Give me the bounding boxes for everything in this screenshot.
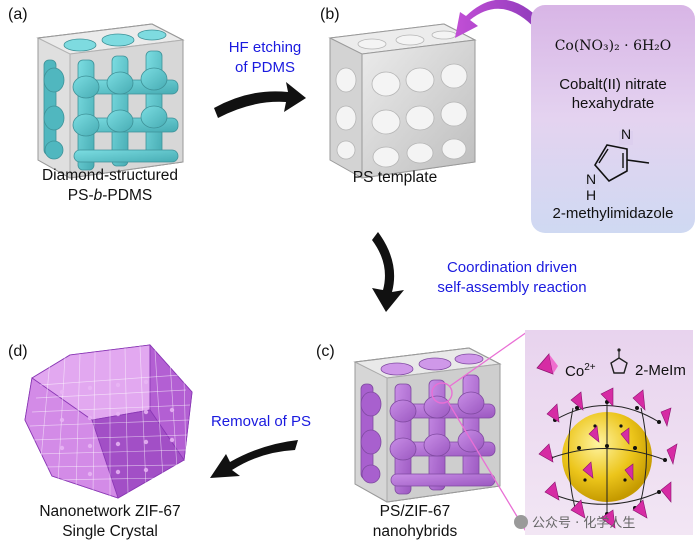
- legend-meim: 2-MeIm: [635, 362, 686, 379]
- wechat-icon: [514, 515, 528, 529]
- watermark: 公众号 · 化学人生: [514, 512, 694, 531]
- meim-pentagon-icon: [610, 357, 628, 374]
- imidazole-structure: [585, 131, 650, 189]
- zoom-marker-circle: [431, 382, 453, 404]
- caption-c-line2: nanohybrids: [372, 523, 458, 540]
- cobalt-name-line2: hexahydrate: [571, 95, 655, 112]
- caption-b: PS template: [352, 169, 438, 186]
- reagent-box: Co(NO₃)₂ · 6H₂O Cobalt(II) nitrate hexah…: [531, 5, 695, 233]
- caption-d: Nanonetwork ZIF-67 Single Crystal: [10, 502, 210, 542]
- cobalt-name-line1: Cobalt(II) nitrate: [559, 76, 667, 93]
- etch-line2: of PDMS: [234, 59, 295, 76]
- caption-d-line1: Nanonetwork ZIF-67: [39, 503, 181, 520]
- zoom-inset: Co2+ 2-MeIm: [525, 330, 693, 535]
- coordination-annotation: Coordination driven self-assembly reacti…: [412, 258, 612, 298]
- caption-a-line1: Diamond-structured: [41, 167, 179, 184]
- caption-a-line2: PS-b-PDMS: [67, 187, 153, 204]
- caption-a: Diamond-structured PS-b-PDMS: [10, 166, 210, 206]
- arrow-coordination: [372, 232, 404, 312]
- caption-c-line1: PS/ZIF-67: [379, 503, 451, 520]
- cube-c-ps-zif67: [353, 347, 502, 503]
- legend-co: Co2+: [565, 362, 596, 380]
- atom-n-top: N: [621, 126, 632, 142]
- etch-line1: HF etching: [228, 39, 302, 56]
- atom-h: H: [586, 187, 597, 203]
- coord-line2: self-assembly reaction: [437, 279, 587, 296]
- etch-annotation: HF etching of PDMS: [200, 38, 330, 78]
- legend-co-charge: 2+: [584, 362, 596, 373]
- coord-line1: Coordination driven: [446, 259, 578, 276]
- panel-label-c: (c): [316, 343, 335, 360]
- imidazole-name: 2-methylimidazole: [552, 205, 674, 222]
- zoom-connector-top: [449, 331, 528, 387]
- caption-c: PS/ZIF-67 nanohybrids: [340, 502, 490, 542]
- panel-label-a: (a): [8, 6, 28, 23]
- zoom-connector-bottom: [447, 401, 528, 534]
- cobalt-formula: Co(NO₃)₂ · 6H₂O: [554, 38, 672, 54]
- arrow-reagent-addition: [455, 0, 548, 38]
- arrow-removal: [210, 440, 298, 478]
- watermark-text: 公众号 · 化学人生: [532, 516, 636, 531]
- cobalt-name: Cobalt(II) nitrate hexahydrate: [531, 75, 695, 113]
- legend-co-label: Co: [565, 363, 585, 380]
- removal-annotation: Removal of PS: [210, 413, 312, 430]
- cluster-drawing: [536, 348, 678, 529]
- caption-d-line2: Single Crystal: [62, 523, 158, 540]
- crystal-d-zif67: [24, 343, 193, 499]
- atom-n-bottom: N: [586, 171, 597, 187]
- cube-a-diamond-ps-pdms: [36, 23, 185, 179]
- panel-label-d: (d): [8, 343, 28, 360]
- arrow-etch: [214, 82, 306, 118]
- cube-b-ps-template: [328, 23, 477, 179]
- panel-label-b: (b): [320, 6, 340, 23]
